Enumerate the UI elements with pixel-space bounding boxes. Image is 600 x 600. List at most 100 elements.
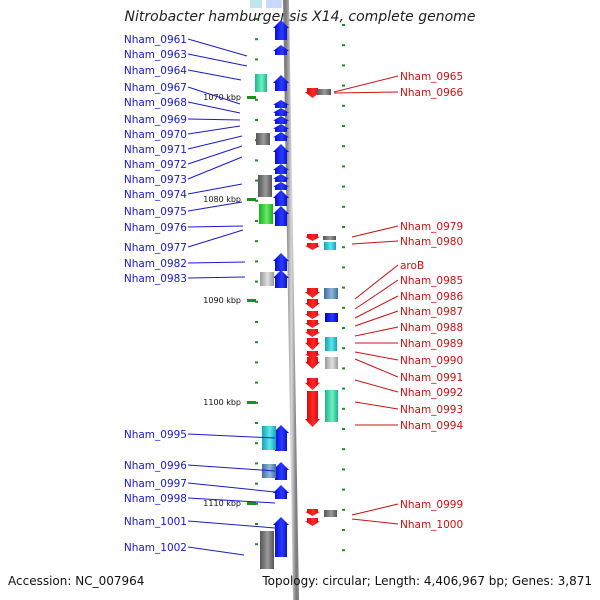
scale-major-tick <box>247 299 256 302</box>
gene-block <box>325 313 338 322</box>
scale-label: 1070 kbp <box>203 93 241 102</box>
label-leader-line <box>354 351 399 361</box>
label-leader-line <box>187 125 241 135</box>
scale-tick <box>342 448 345 451</box>
gene-label-nham-0973: Nham_0973 <box>124 174 187 186</box>
reverse-gene-arrow <box>305 351 320 359</box>
label-leader-line <box>351 503 399 516</box>
scale-tick <box>255 300 258 303</box>
scale-tick <box>342 125 345 127</box>
scale-tick <box>255 401 258 404</box>
scale-major-tick <box>247 502 256 505</box>
gene-block <box>325 337 337 351</box>
gene-label-nham-0965: Nham_0965 <box>400 71 463 83</box>
gene-block <box>325 357 338 369</box>
scale-tick <box>342 226 345 228</box>
label-leader-line <box>187 118 241 121</box>
label-leader-line <box>354 310 399 327</box>
scale-tick <box>342 468 345 471</box>
label-leader-line <box>333 91 399 94</box>
forward-gene-arrow <box>273 20 289 40</box>
forward-gene-arrow <box>273 100 289 108</box>
label-leader-line <box>187 497 276 504</box>
gene-label-nham-1000: Nham_1000 <box>400 519 463 531</box>
reverse-gene-arrow <box>305 518 320 526</box>
reverse-gene-arrow <box>305 509 320 516</box>
gene-block <box>324 288 338 299</box>
label-leader-line <box>354 401 399 410</box>
forward-gene-arrow <box>273 144 289 164</box>
gene-label-nham-0996: Nham_0996 <box>124 460 187 472</box>
scale-tick <box>342 407 345 410</box>
scale-tick <box>342 286 345 289</box>
scale-tick <box>255 220 258 222</box>
label-leader-line <box>351 225 399 238</box>
label-leader-line <box>187 156 243 180</box>
reverse-gene-arrow <box>305 357 320 369</box>
scale-tick <box>342 387 345 390</box>
scale-tick <box>342 64 345 67</box>
forward-gene-arrow <box>273 253 289 271</box>
scale-label: 1080 kbp <box>203 195 241 204</box>
gene-block <box>256 133 270 145</box>
forward-gene-arrow <box>273 124 289 132</box>
forward-gene-arrow <box>273 270 289 288</box>
scale-tick <box>342 549 345 552</box>
label-leader-line <box>187 135 243 150</box>
gene-label-nham-0997: Nham_0997 <box>124 478 187 490</box>
gene-label-nham-0992: Nham_0992 <box>400 387 463 399</box>
gene-block <box>255 74 267 92</box>
scale-tick <box>342 246 345 249</box>
accession-text: Accession: NC_007964 <box>8 574 145 588</box>
scale-tick <box>255 341 258 344</box>
gene-label-nham-0970: Nham_0970 <box>124 129 187 141</box>
label-leader-line <box>187 276 246 279</box>
forward-gene-arrow <box>273 45 289 55</box>
scale-tick <box>342 145 345 148</box>
gene-label-nham-1002: Nham_1002 <box>124 542 187 554</box>
gene-label-nham-0985: Nham_0985 <box>400 275 463 287</box>
scale-label: 1100 kbp <box>203 398 241 407</box>
reverse-gene-arrow <box>305 329 320 337</box>
gene-block <box>250 0 262 8</box>
label-leader-line <box>187 183 243 195</box>
gene-label-nham-0990: Nham_0990 <box>400 355 463 367</box>
scale-tick <box>342 266 345 269</box>
label-leader-line <box>333 75 399 93</box>
reverse-gene-arrow <box>305 378 320 390</box>
gene-label-nham-0961: Nham_0961 <box>124 34 187 46</box>
gene-label-nham-1001: Nham_1001 <box>124 516 187 528</box>
label-leader-line <box>187 225 244 228</box>
scale-tick <box>255 179 258 182</box>
label-leader-line <box>187 482 276 493</box>
gene-block <box>324 242 336 250</box>
scale-tick <box>255 119 258 121</box>
scale-major-tick <box>247 401 256 404</box>
forward-gene-block <box>266 0 282 8</box>
label-leader-line <box>187 38 248 57</box>
scale-tick <box>255 502 258 505</box>
gene-block <box>260 531 274 569</box>
gene-label-nham-0968: Nham_0968 <box>124 97 187 109</box>
gene-block <box>324 510 337 517</box>
scale-tick <box>342 347 345 350</box>
reverse-gene-arrow <box>305 311 320 319</box>
label-leader-line <box>354 379 399 393</box>
label-leader-line <box>187 86 241 105</box>
scale-tick <box>255 58 258 61</box>
label-leader-line <box>354 326 399 337</box>
scale-tick <box>342 44 345 47</box>
forward-gene-arrow <box>273 462 289 480</box>
genome-summary-text: Topology: circular; Length: 4,406,967 bp… <box>262 574 592 588</box>
forward-gene-arrow <box>273 182 289 190</box>
label-leader-line <box>187 464 276 472</box>
label-leader-line <box>187 201 243 212</box>
gene-label-nham-0971: Nham_0971 <box>124 144 187 156</box>
gene-label-nham-0977: Nham_0977 <box>124 242 187 254</box>
label-leader-line <box>187 546 245 556</box>
label-leader-line <box>351 240 399 245</box>
scale-tick <box>342 306 345 309</box>
scale-tick <box>255 18 258 20</box>
gene-label-nham-0969: Nham_0969 <box>124 114 187 126</box>
